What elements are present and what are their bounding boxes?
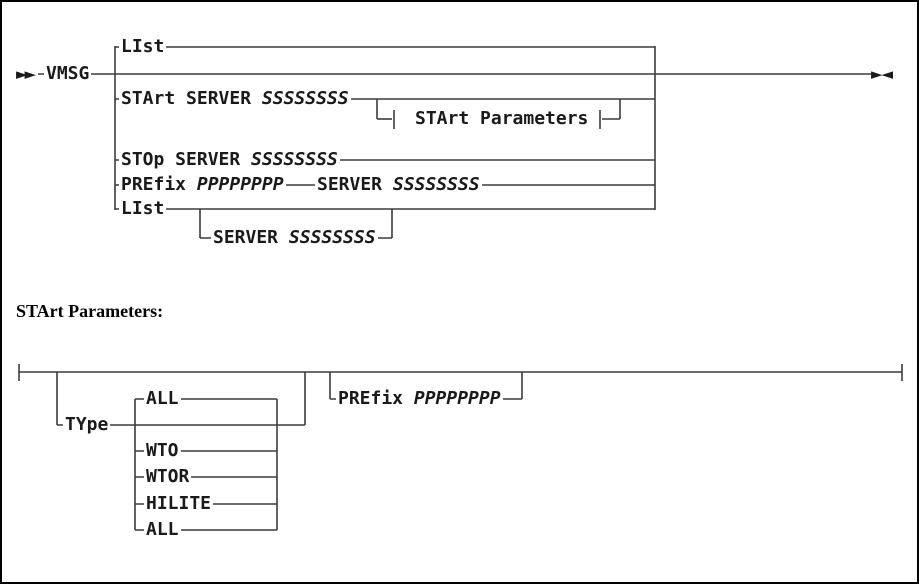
fragment-reference-label: STArt Parameters	[415, 108, 589, 129]
type-option-wto: WTO	[144, 440, 181, 461]
type-keyword: TYpe	[63, 414, 111, 435]
prefix-server-keyword: SERVER	[317, 174, 393, 195]
option-prefix-server: SERVER SSSSSSSS	[315, 175, 482, 195]
diagram-start-arrows-icon: ►►	[16, 65, 36, 83]
fragment-prefix-option: PREfix PPPPPPPP	[336, 389, 503, 409]
prefix-keyword: PREfix	[121, 174, 197, 195]
diagram-end-arrows-icon: ►◄	[871, 65, 893, 83]
prefix-server-variable: SSSSSSSS	[392, 174, 480, 195]
type-option-all-default: ALL	[144, 388, 181, 409]
type-option-wtor: WTOR	[144, 466, 192, 487]
fragment-prefix-variable: PPPPPPPP	[413, 388, 501, 409]
stop-server-variable: SSSSSSSS	[251, 149, 338, 170]
option-list: LIst	[119, 198, 167, 219]
option-start-server: STArt SERVER SSSSSSSS	[119, 89, 351, 109]
type-option-hilite: HILITE	[144, 493, 214, 514]
start-server-keyword: STArt SERVER	[121, 88, 262, 109]
list-server-keyword: SERVER	[213, 227, 289, 248]
fragment-prefix-keyword: PREfix	[338, 388, 414, 409]
option-prefix: PREfix PPPPPPPP	[119, 175, 286, 195]
type-option-all: ALL	[144, 519, 181, 540]
option-list-server: SERVER SSSSSSSS	[211, 228, 378, 248]
fragment-section-heading: STArt Parameters:	[16, 301, 164, 321]
command-keyword: VMSG	[44, 63, 92, 84]
list-server-variable: SSSSSSSS	[288, 227, 376, 248]
stop-server-keyword: STOp SERVER	[121, 149, 252, 170]
option-stop-server: STOp SERVER SSSSSSSS	[119, 150, 340, 170]
prefix-variable: PPPPPPPP	[196, 174, 284, 195]
option-list-default: LIst	[119, 36, 167, 57]
start-server-variable: SSSSSSSS	[261, 88, 349, 109]
